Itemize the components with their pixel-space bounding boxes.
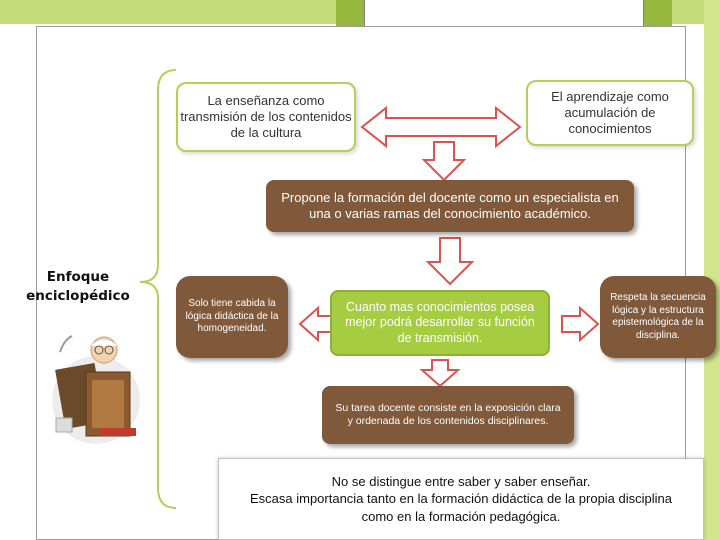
- conclusion-line2: Escasa importancia tanto en la formación…: [249, 491, 672, 507]
- box-ensenanza: La enseñanza como transmisión de los con…: [176, 82, 356, 152]
- box-tarea: Su tarea docente consiste en la exposici…: [322, 386, 574, 444]
- box-conclusion: No se distingue entre saber y saber ense…: [218, 458, 704, 540]
- box-homogeneidad-text: Solo tiene cabida la lógica didáctica de…: [185, 298, 279, 335]
- box-homogeneidad: Solo tiene cabida la lógica didáctica de…: [176, 276, 288, 358]
- down-arrow-bottom: [419, 359, 461, 388]
- box-conocimientos-text: Cuanto mas conocimientos posea mejor pod…: [345, 299, 535, 345]
- box-secuencia: Respeta la secuencia lógica y la estruct…: [600, 276, 716, 358]
- right-green-band: [704, 0, 720, 540]
- character-with-book-illustration: [52, 335, 140, 444]
- box-propone: Propone la formación del docente como un…: [266, 180, 634, 232]
- enfoque-label: Enfoque enciclopédico: [22, 268, 134, 306]
- box-aprendizaje: El aprendizaje como acumulación de conoc…: [526, 80, 694, 146]
- box-conocimientos: Cuanto mas conocimientos posea mejor pod…: [330, 290, 550, 356]
- conclusion-line3: como en la formación pedagógica.: [361, 508, 561, 524]
- box-propone-text: Propone la formación del docente como un…: [281, 189, 619, 221]
- down-arrow-middle: [425, 237, 475, 286]
- box-tarea-text: Su tarea docente consiste en la exposici…: [335, 401, 561, 427]
- box-ensenanza-text: La enseñanza como transmisión de los con…: [180, 92, 352, 141]
- right-arrow: [561, 305, 600, 343]
- box-secuencia-text: Respeta la secuencia lógica y la estruct…: [610, 292, 706, 341]
- enfoque-label-line2: enciclopédico: [26, 287, 130, 304]
- double-arrow: [360, 105, 522, 149]
- box-aprendizaje-text: El aprendizaje como acumulación de conoc…: [551, 88, 669, 137]
- conclusion-line1: No se distingue entre saber y saber ense…: [331, 473, 591, 489]
- down-arrow-top: [421, 141, 467, 182]
- enfoque-label-line1: Enfoque: [46, 269, 110, 285]
- left-brace: [139, 69, 177, 509]
